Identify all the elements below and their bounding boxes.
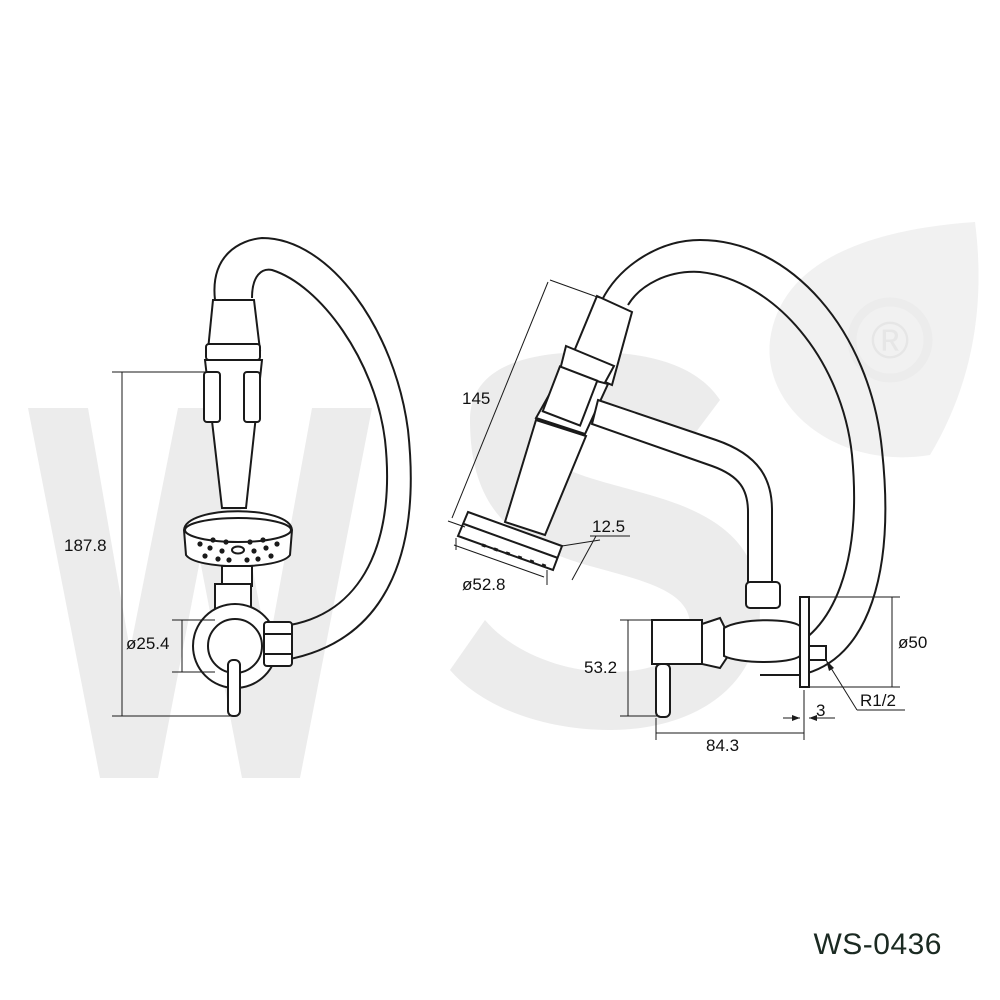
dim-depth: 84.3 (706, 736, 739, 755)
dim-head-thickness: 12.5 (592, 517, 625, 536)
front-hose (213, 236, 412, 661)
dim-flange-thickness: 3 (816, 701, 825, 720)
dim-height: 187.8 (64, 536, 107, 555)
watermark-logo (28, 222, 979, 778)
dim-head-diameter: ø52.8 (462, 575, 505, 594)
registered-mark: ® (871, 312, 909, 370)
side-wall-flange (799, 596, 810, 688)
side-spray-nozzles (481, 543, 547, 568)
front-dimension-lines (112, 371, 235, 717)
product-code: WS-0436 (813, 928, 942, 961)
dim-flange-diameter: ø50 (898, 633, 927, 652)
dim-spray-length: 145 (462, 389, 490, 408)
side-arrowheads (792, 660, 834, 721)
front-spray-nozzles (197, 537, 280, 563)
front-hose-collar (206, 299, 262, 351)
side-view (456, 238, 887, 718)
dim-body-diameter: ø25.4 (126, 634, 169, 653)
side-lever (655, 663, 671, 718)
side-hose (601, 238, 887, 676)
dim-thread: R1/2 (860, 691, 896, 710)
front-view (182, 236, 412, 717)
front-lever (227, 659, 241, 717)
dim-body-height: 53.2 (584, 658, 617, 677)
side-valve-body (651, 619, 703, 665)
side-dimension-lines (447, 279, 905, 740)
front-hose-nut (263, 621, 293, 667)
